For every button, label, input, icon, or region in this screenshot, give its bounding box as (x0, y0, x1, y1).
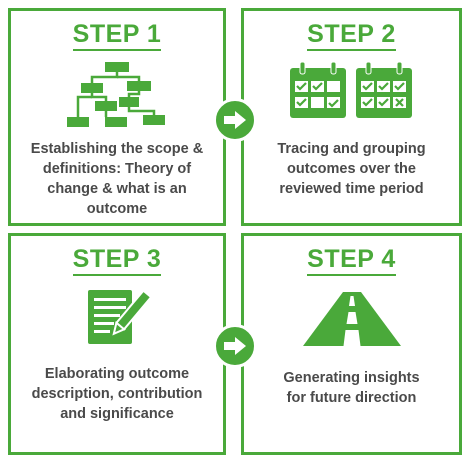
step-4-title: STEP 4 (244, 245, 459, 276)
org-chart-icon (11, 61, 223, 129)
step-3-title: STEP 3 (11, 245, 223, 276)
step-1-title: STEP 1 (11, 20, 223, 51)
document-pen-icon (11, 286, 223, 348)
road-icon (244, 292, 459, 346)
step-4-panel: STEP 4 Generating insights for future di… (241, 233, 462, 455)
step-2-title: STEP 2 (244, 20, 459, 51)
step-4-description: Generating insights for future direction (283, 370, 420, 406)
step-1-description: Establishing the scope & definitions: Th… (30, 141, 204, 217)
step-2-panel: STEP 2 (241, 8, 462, 226)
arrow-right-icon (213, 98, 257, 142)
step-3-panel: STEP 3 Elaborating outcome description, … (8, 233, 226, 455)
calendar-checklist-icon (244, 61, 459, 121)
step-2-description: Tracing and grouping outcomes over the r… (277, 141, 426, 197)
step-3-description: Elaborating outcome description, contrib… (31, 366, 203, 422)
arrow-right-icon (213, 324, 257, 368)
step-1-panel: STEP 1 Establi (8, 8, 226, 226)
